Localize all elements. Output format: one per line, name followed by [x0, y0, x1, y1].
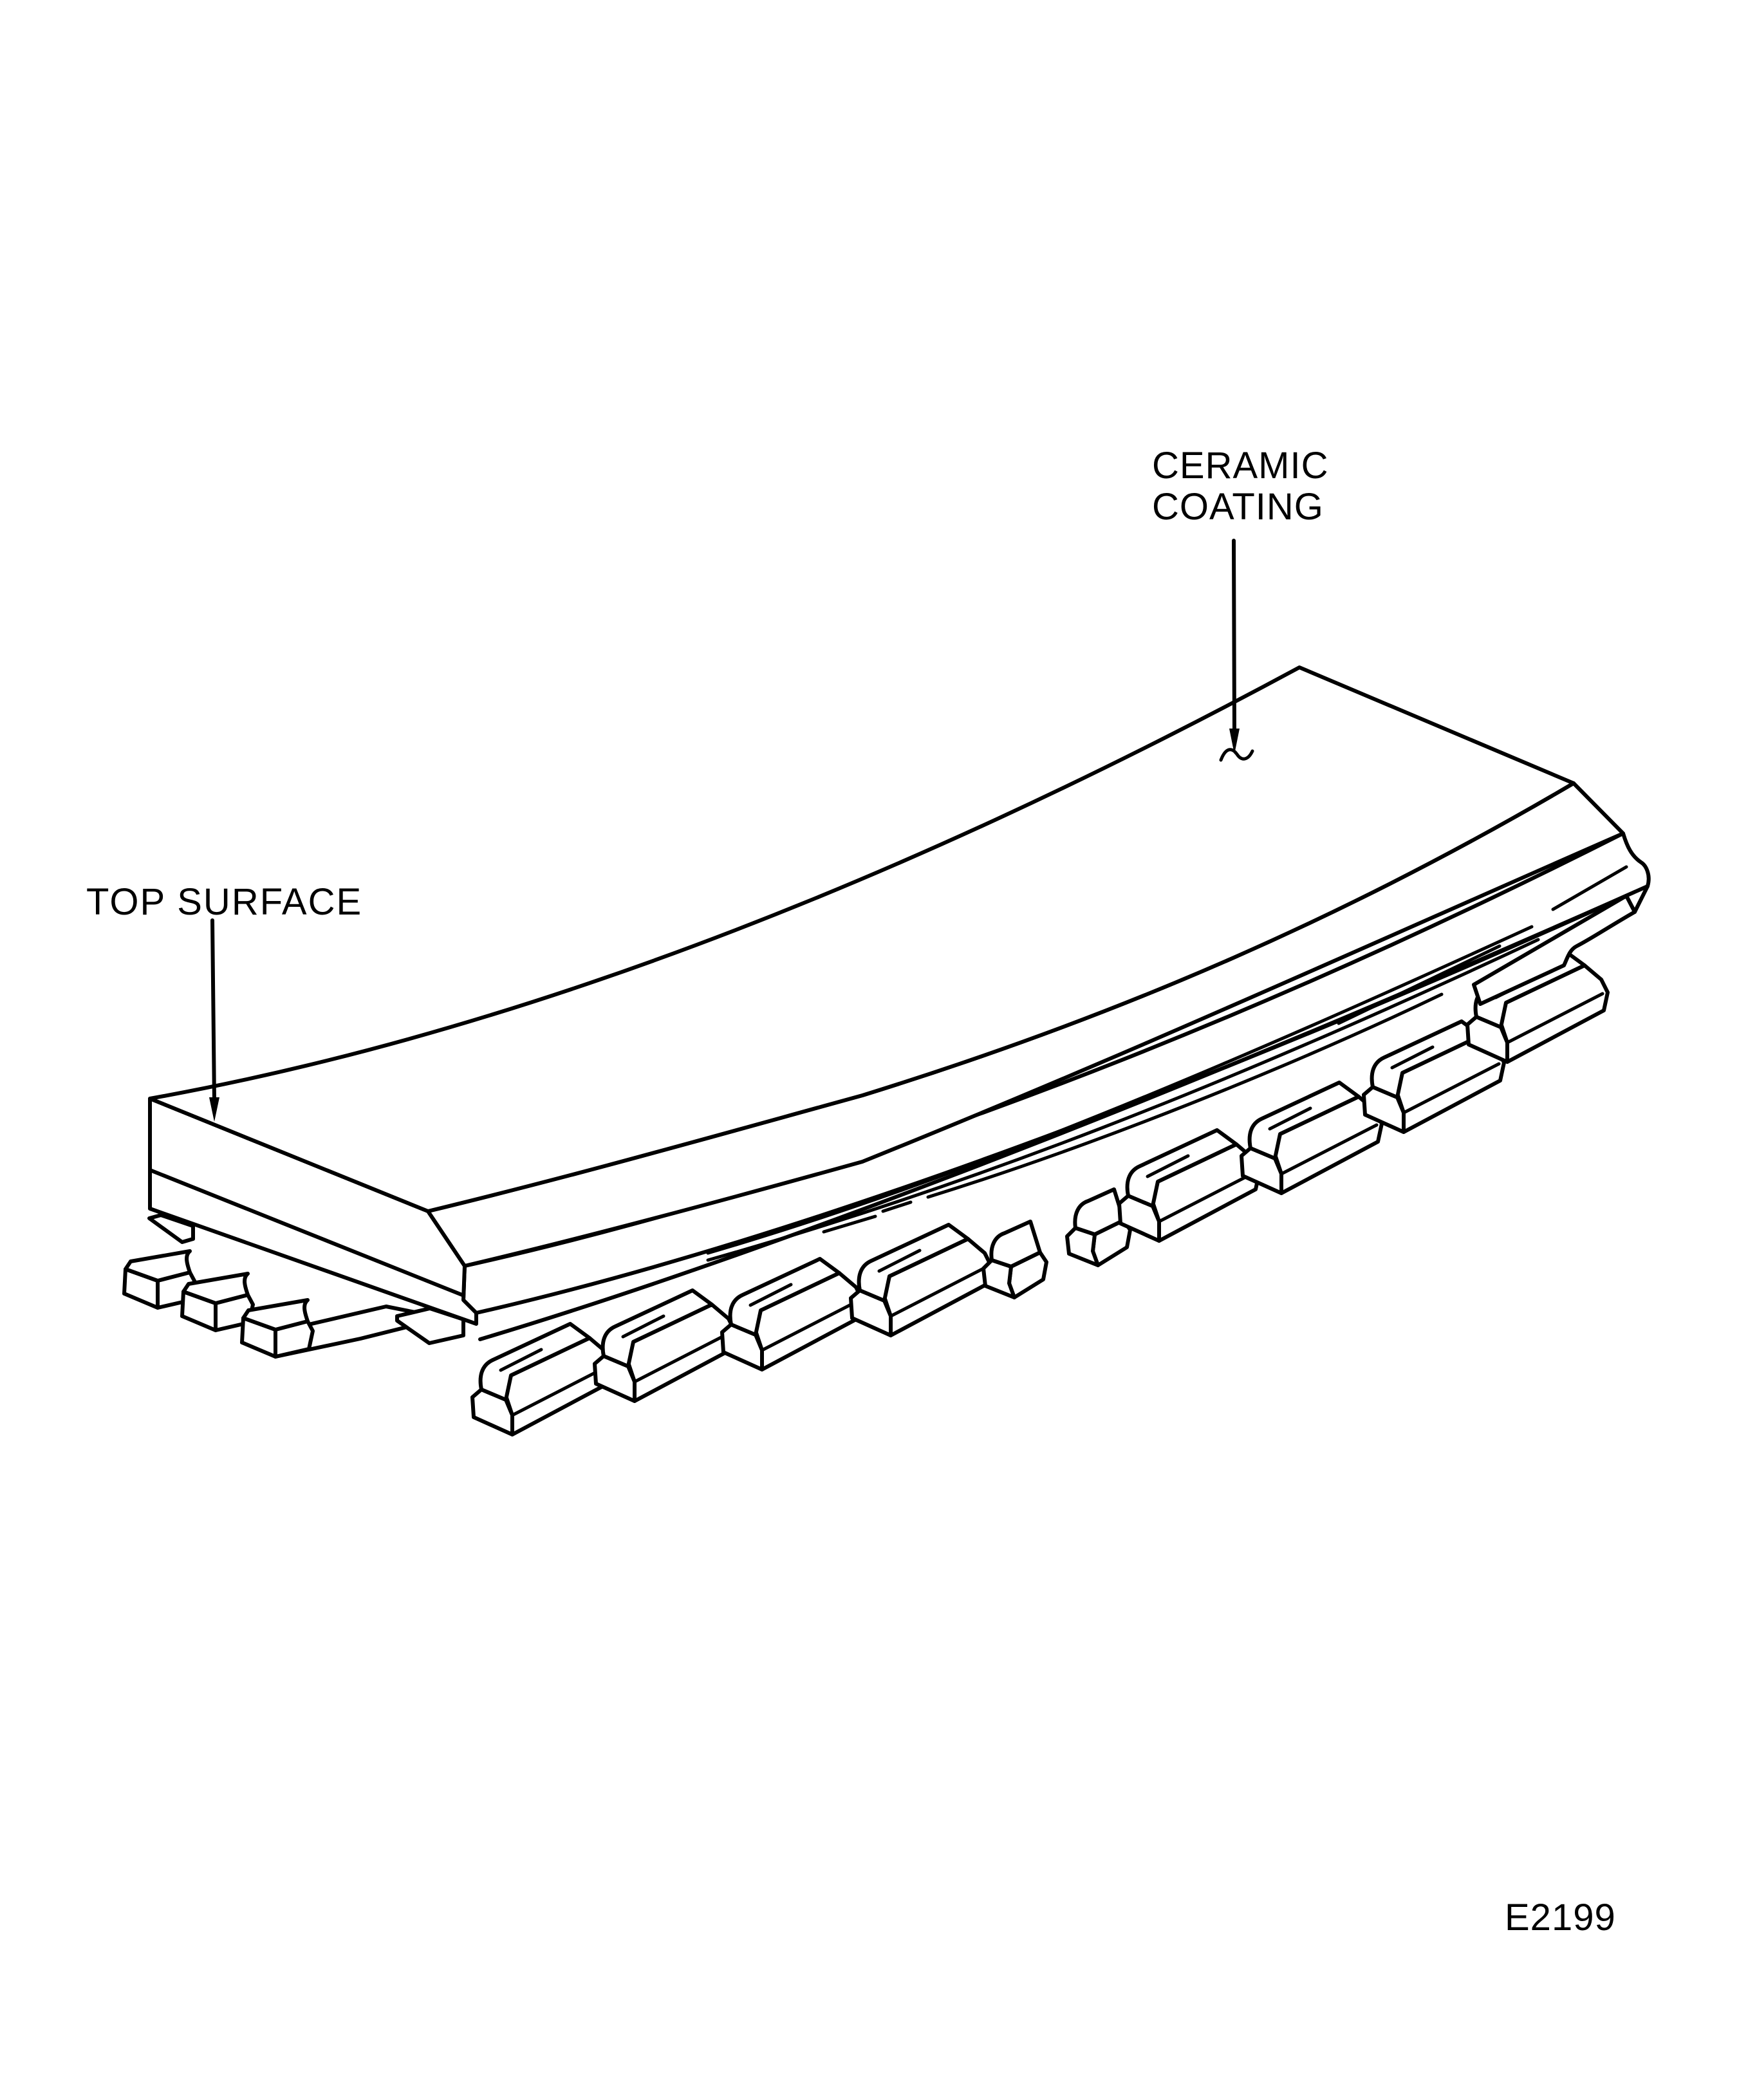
foot-front-11	[1241, 1083, 1382, 1193]
top-surface-label: TOP SURFACE	[86, 881, 363, 923]
ceramic-coating-label: CERAMIC COATING	[1152, 445, 1328, 528]
tilde-icon	[1219, 748, 1254, 762]
top-surface-callout-arrow	[209, 918, 219, 1122]
ceramic-label-line1: CERAMIC	[1152, 445, 1329, 487]
foot-left-3	[242, 1300, 420, 1359]
top-surface	[148, 665, 1576, 1213]
foot-front-8	[983, 1222, 1046, 1297]
ceramic-label-line2: COATING	[1152, 486, 1324, 528]
foot-left-tab	[147, 1213, 195, 1244]
foot-front-6	[722, 1259, 862, 1370]
slab-body	[148, 665, 1651, 1341]
foot-front-5	[595, 1290, 735, 1401]
foot-front-10	[1119, 1130, 1260, 1241]
foot-front-4	[472, 1324, 613, 1435]
figure-id-label: E2199	[1505, 1897, 1616, 1938]
ceramic-callout-arrow	[1219, 539, 1254, 762]
foot-front-7	[851, 1225, 991, 1335]
